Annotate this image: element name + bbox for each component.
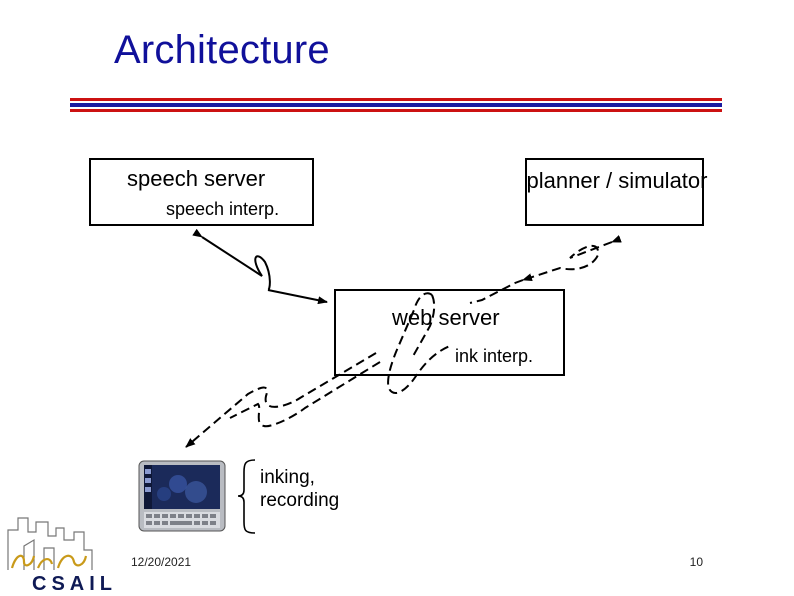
speech-server-label: speech server: [127, 166, 266, 191]
planner-simulator-label: planner / simulator: [526, 168, 708, 193]
planner-simulator-box: [525, 158, 704, 226]
web-device-arrow: [185, 352, 377, 448]
ink-interp-label: ink interp.: [455, 346, 534, 366]
title-rule: [70, 98, 722, 112]
web-server-box: [334, 289, 565, 376]
slide-page-number: 10: [689, 555, 703, 569]
csail-logo-text: CSAIL: [32, 573, 117, 595]
planner-web-arrow: [522, 235, 622, 282]
device-caption: inking, recording: [260, 467, 340, 511]
speech-server-box: [89, 158, 314, 226]
ink-loop: [387, 292, 451, 394]
speech-web-arrow: [192, 228, 328, 305]
csail-building-logo-icon: [7, 517, 93, 570]
speech-interp-label: speech interp.: [166, 199, 280, 219]
slide-date: 12/20/2021: [131, 555, 192, 569]
tablet-device-image: [138, 460, 226, 532]
slide-title: Architecture: [114, 28, 330, 72]
caption-brace: [237, 459, 256, 534]
web-server-label: web server: [392, 305, 500, 330]
